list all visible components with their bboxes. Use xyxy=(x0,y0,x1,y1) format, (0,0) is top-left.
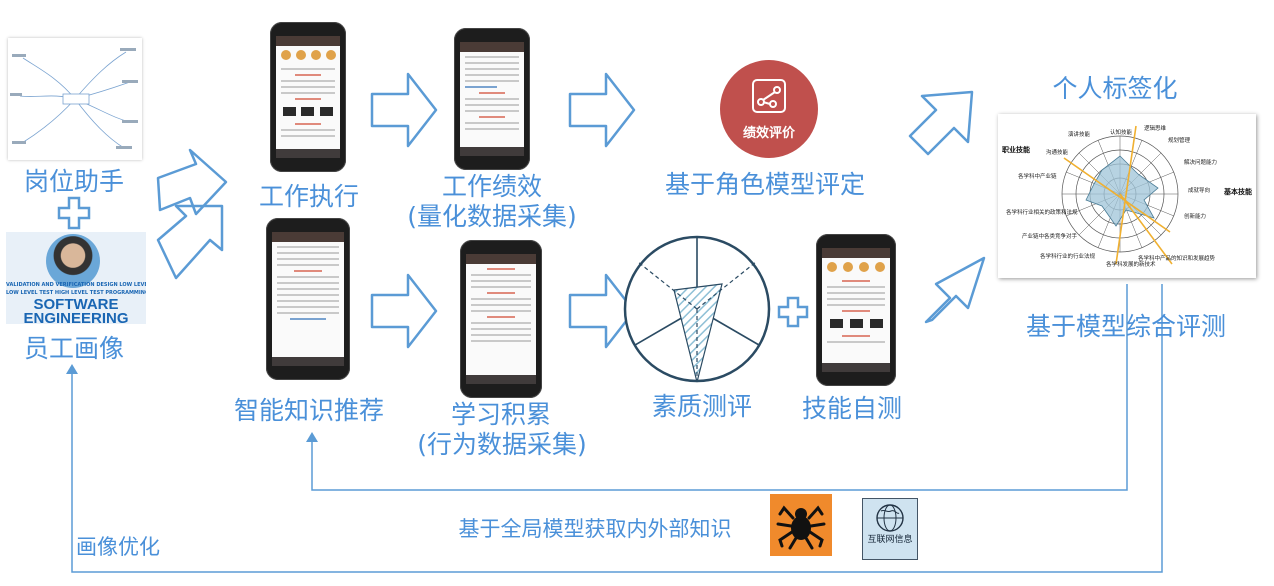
radar-right-title: 基本技能 xyxy=(1223,187,1252,196)
employee-photo: VALIDATION AND VERIFICATION DESIGN LOW L… xyxy=(6,232,146,324)
feedback-line-outer xyxy=(71,284,1163,573)
mindmap-graphic xyxy=(10,48,138,149)
employee-avatar xyxy=(46,234,100,288)
radar-axis-7: 各学科发展的新技术 xyxy=(1106,260,1156,268)
arrowhead-inner xyxy=(306,432,318,442)
radar-axis-12: 沟通技能 xyxy=(1046,148,1069,156)
internet-doc-text: 互联网信息 xyxy=(867,535,913,545)
arrowhead-outer xyxy=(66,364,78,374)
phone-learning xyxy=(460,240,542,398)
phone-work-execution xyxy=(270,22,346,172)
performance-badge: 绩效评价 xyxy=(720,60,818,158)
radar-axis-9: 产业链中各类竞争对手 xyxy=(1022,232,1078,240)
plus-icon-2 xyxy=(777,296,809,328)
radar-axis-6: 各学科中产品的知识和发展趋势 xyxy=(1138,254,1216,262)
arrow-right-3 xyxy=(370,273,438,349)
banner-line-3: SOFTWARE xyxy=(33,296,119,313)
label-behavior-data: (行为数据采集) xyxy=(417,430,587,459)
label-portrait-optimize: 画像优化 xyxy=(76,535,160,559)
radar-chart-graphic: 认知技能 逻辑思维 规划管理 解决问题能力 成就导向 创新能力 各学科中产品的知… xyxy=(1002,124,1252,268)
label-model-assessment: 基于模型综合评测 xyxy=(1025,312,1226,341)
phone-smart-recommend xyxy=(266,218,350,380)
arrow-right-4 xyxy=(568,273,636,349)
radar-axis-4: 成就导向 xyxy=(1188,186,1210,194)
banner-line-4: ENGINEERING xyxy=(23,310,129,324)
label-smart-recommend: 智能知识推荐 xyxy=(233,396,384,425)
label-learning: 学习积累 xyxy=(450,400,551,429)
spider-icon-box xyxy=(770,494,832,556)
label-role-model-rating: 基于角色模型评定 xyxy=(664,170,865,199)
label-performance-data: (量化数据采集) xyxy=(407,202,577,231)
globe-icon xyxy=(876,504,904,532)
banner-line-1: VALIDATION AND VERIFICATION DESIGN LOW L… xyxy=(6,282,146,288)
radar-card: 认知技能 逻辑思维 规划管理 解决问题能力 成就导向 创新能力 各学科中产品的知… xyxy=(998,114,1256,278)
radar-axis-5: 创新能力 xyxy=(1184,212,1206,220)
spider-icon xyxy=(776,505,826,550)
mindmap-image xyxy=(8,38,142,160)
radar-axis-2: 规划管理 xyxy=(1168,136,1191,144)
label-post-assistant: 岗位助手 xyxy=(23,167,124,196)
label-personal-tagging: 个人标签化 xyxy=(1052,74,1178,103)
label-work-execution: 工作执行 xyxy=(258,182,359,211)
feedback-line-inner xyxy=(311,284,1128,491)
share-graph-icon xyxy=(752,79,786,113)
arrow-right-1 xyxy=(370,72,438,148)
arrow-split-up xyxy=(156,148,228,216)
radar-axis-11: 各学科中产业链 xyxy=(1018,172,1057,180)
phone-skill-test xyxy=(816,234,896,386)
label-skill-test: 技能自测 xyxy=(801,394,902,423)
label-quality-assess: 素质测评 xyxy=(651,392,752,421)
badge-text: 绩效评价 xyxy=(742,126,795,141)
internet-doc: 互联网信息 xyxy=(862,498,918,560)
label-work-performance: 工作绩效 xyxy=(441,172,542,201)
radar-axis-1: 逻辑思维 xyxy=(1144,124,1167,132)
banner-line-2: LOW LEVEL TEST HIGH LEVEL TEST PROGRAMMI… xyxy=(6,290,146,296)
radar-axis-3: 解决问题能力 xyxy=(1184,158,1217,166)
label-global-knowledge: 基于全局模型获取内外部知识 xyxy=(458,517,732,541)
arrow-diag-down xyxy=(924,256,986,324)
quality-radar-graphic xyxy=(623,235,771,383)
radar-axis-10: 各学科行业相关的政策和法规 xyxy=(1006,208,1078,216)
label-employee-portrait: 员工画像 xyxy=(23,334,124,363)
radar-axis-8: 各学科行业的行业法规 xyxy=(1040,252,1096,260)
radar-axis-13: 演讲技能 xyxy=(1068,130,1091,138)
phone-work-performance xyxy=(454,28,530,170)
arrow-diag-up xyxy=(908,90,974,156)
arrow-right-2 xyxy=(568,72,636,148)
plus-icon xyxy=(57,196,91,230)
radar-axis-0: 认知技能 xyxy=(1110,128,1133,136)
arrow-split-down xyxy=(156,204,224,280)
radar-left-title: 职业技能 xyxy=(1002,145,1030,154)
